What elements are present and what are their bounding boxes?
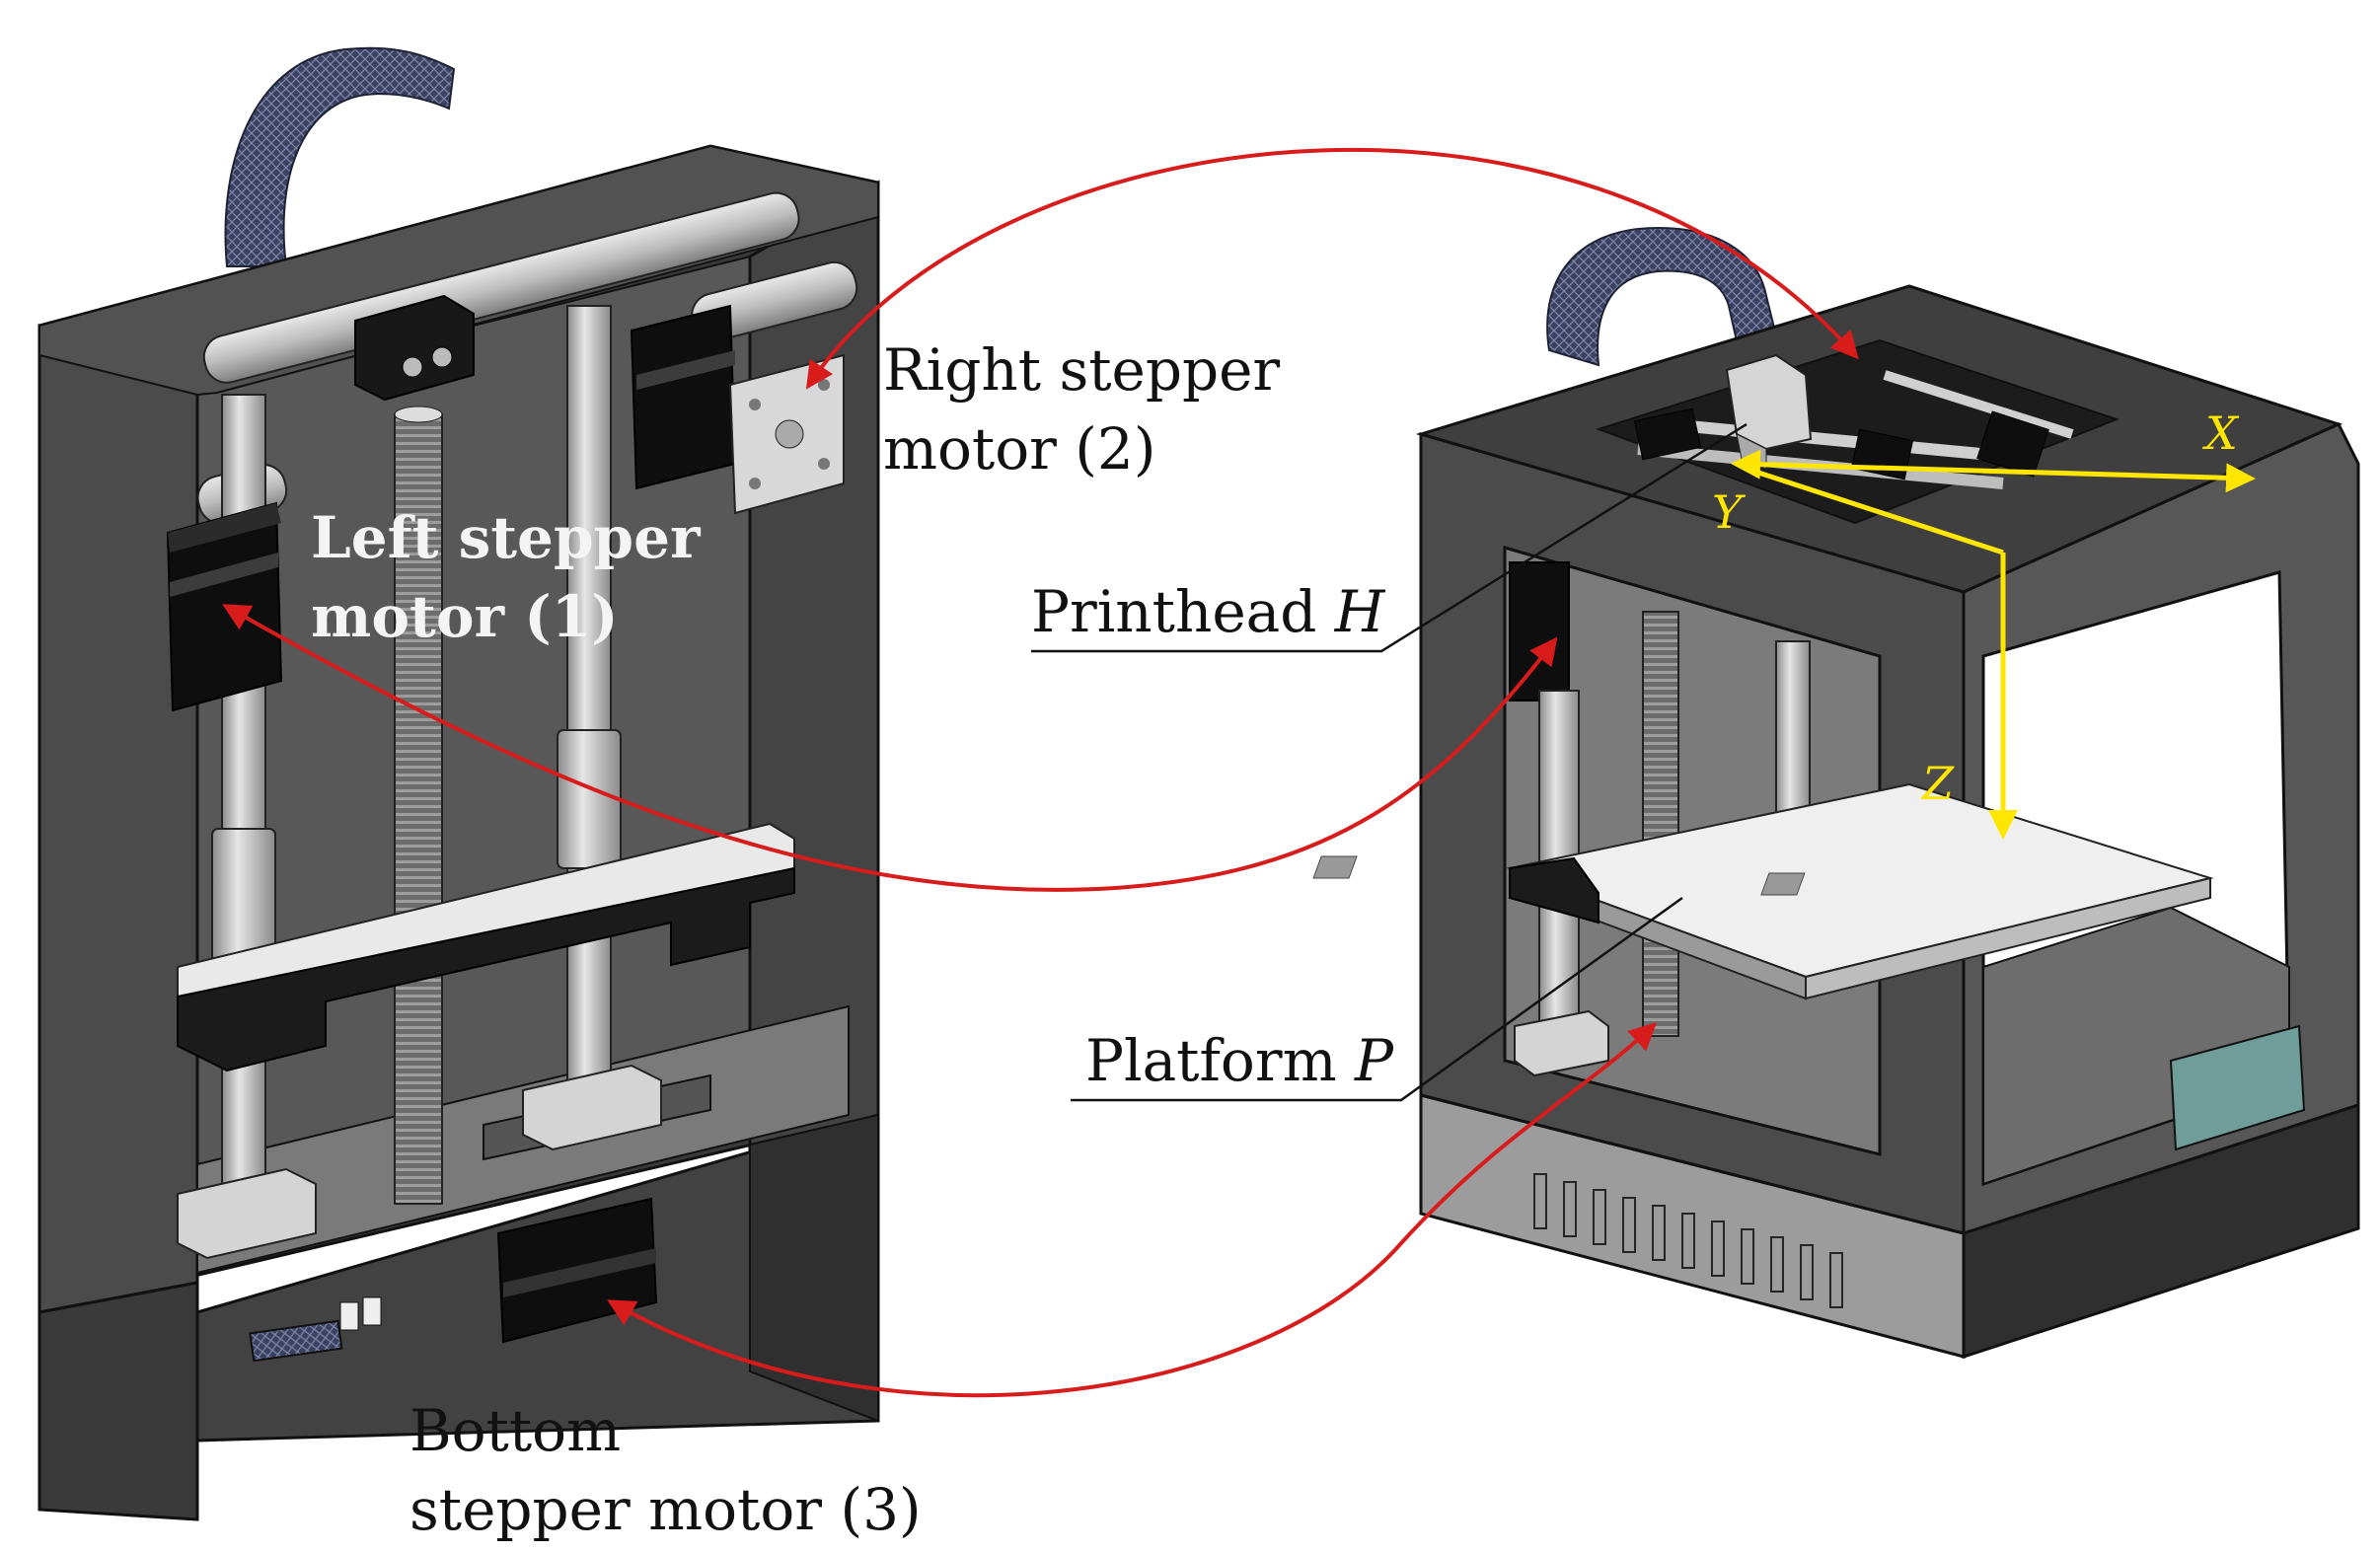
label-bottom-motor-line1: Bottom xyxy=(409,1397,621,1464)
top-horizontal-rod xyxy=(202,191,800,384)
axis-label-z: Z xyxy=(1920,757,1955,810)
right-linear-bearing xyxy=(557,729,622,869)
display-panel xyxy=(2169,1024,2306,1151)
bottom-left-mount xyxy=(177,1167,317,1260)
coordinate-axes: X Y Z xyxy=(1712,407,2256,840)
inner-lead-screw xyxy=(1642,611,1679,1037)
gantry-rod-3 xyxy=(1883,370,2074,439)
annotation-arrows xyxy=(222,147,1859,1398)
base-port-2 xyxy=(362,1296,382,1326)
carry-strap-right xyxy=(1546,227,1788,387)
leader-platform xyxy=(1071,896,1683,1102)
arrow-left-motor xyxy=(222,604,1558,892)
labels: Left stepper motor (1) Right stepper mot… xyxy=(311,336,1394,1543)
label-right-motor-line2: motor (2) xyxy=(883,415,1155,482)
platform-pad-1 xyxy=(1312,855,1358,879)
label-left-motor-line2: motor (1) xyxy=(311,583,619,650)
platform-arm xyxy=(1509,856,1599,924)
base-port-1 xyxy=(339,1301,359,1331)
left-side-wall xyxy=(37,324,199,1314)
inner-left-motor xyxy=(1509,561,1570,702)
left-printer-cutaway xyxy=(37,46,880,1521)
lead-screw-top xyxy=(394,406,443,423)
left-base-right xyxy=(749,1113,879,1423)
left-motor-body xyxy=(166,501,283,712)
label-platform: Platform P xyxy=(1085,1027,1394,1094)
inner-floor xyxy=(1982,906,2290,1186)
left-base-front xyxy=(37,1281,199,1521)
xy-axis-diagonal xyxy=(1746,466,2004,555)
gantry-motor-left xyxy=(1633,407,1702,461)
arrow-bottom-motor xyxy=(607,1022,1658,1398)
right-vertical-rod xyxy=(566,305,612,1126)
base-strap-slot xyxy=(249,1319,343,1363)
right-printer-assembled xyxy=(1312,227,2360,1360)
axis-label-y: Y xyxy=(1712,485,1747,539)
lead-screw xyxy=(394,413,443,1205)
right-base-right xyxy=(1962,1102,2360,1360)
label-left-motor-line1: Left stepper xyxy=(311,504,702,571)
top-bearing-block xyxy=(354,294,475,402)
carriage-underside xyxy=(177,866,795,1072)
arrow-right-motor xyxy=(805,147,1859,390)
axis-label-x: X xyxy=(2202,407,2240,460)
label-right-motor-line1: Right stepper xyxy=(883,336,1280,404)
leader-printhead xyxy=(1031,422,1748,653)
platform-pad-2 xyxy=(1760,872,1806,896)
carry-strap-left xyxy=(224,46,456,267)
label-bottom-motor-line2: stepper motor (3) xyxy=(409,1476,922,1543)
x-axis-arrow xyxy=(1731,449,2256,493)
label-printhead: Printhead H xyxy=(1031,578,1386,645)
printhead-carriage xyxy=(1725,353,1813,451)
